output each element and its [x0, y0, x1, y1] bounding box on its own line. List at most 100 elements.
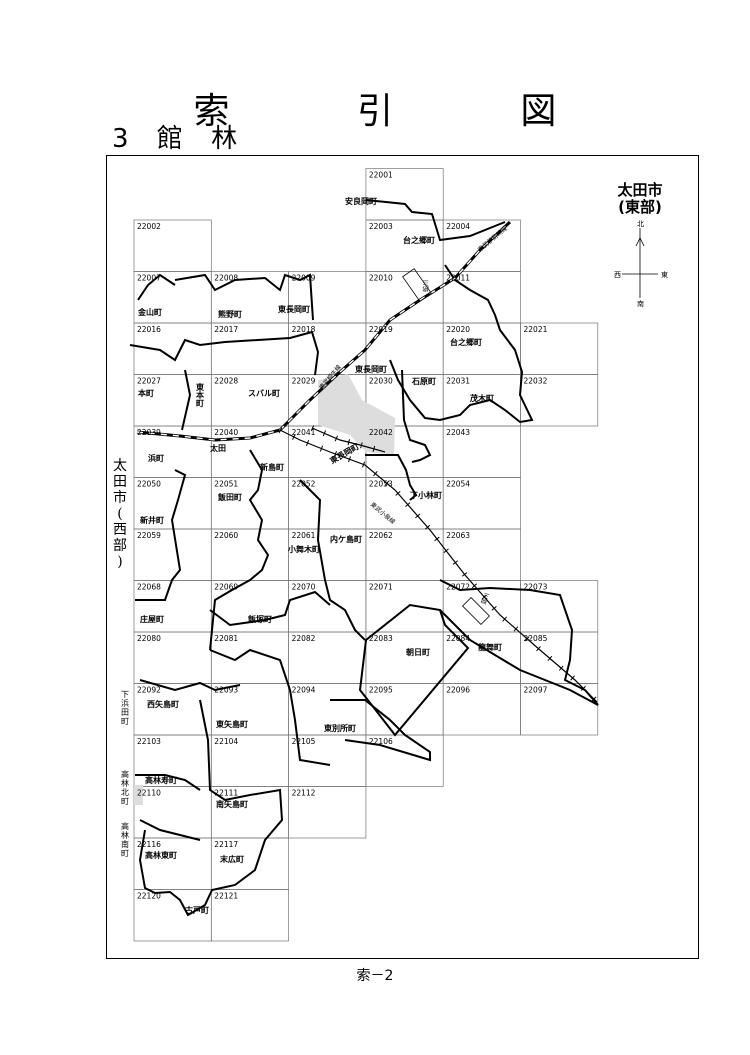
rail-label: 東武小泉線	[369, 500, 397, 525]
tile-number: 22080	[137, 634, 161, 643]
tile-number: 22095	[369, 686, 393, 695]
tile-number: 22060	[214, 531, 238, 540]
tile-number: 22097	[524, 686, 548, 695]
town-label: 南矢島町	[216, 799, 248, 809]
tile-number: 22096	[446, 686, 470, 695]
town-label: 高林東町	[145, 850, 177, 860]
tile-number: 22104	[214, 737, 238, 746]
tile-number: 22008	[214, 274, 238, 283]
tile-number: 22061	[292, 531, 316, 540]
town-label: 新島町	[260, 462, 284, 472]
tile-number: 22004	[446, 222, 470, 231]
tile-number: 22054	[446, 480, 470, 489]
town-label: 東長岡町	[355, 364, 387, 374]
tile-number: 22081	[214, 634, 238, 643]
tile-number: 22053	[369, 480, 393, 489]
town-label: 安良岡町	[345, 196, 377, 206]
railways	[136, 220, 600, 705]
tile-number: 22050	[137, 480, 161, 489]
town-label: 内ケ島町	[330, 534, 362, 544]
tile-number: 22032	[524, 377, 548, 386]
town-label: 西矢島町	[147, 699, 179, 709]
town-label: スバル町	[248, 389, 280, 398]
tile-number: 22072	[446, 583, 470, 592]
town-label: 古戸町	[185, 905, 209, 915]
tile-number: 22117	[214, 840, 238, 849]
tile-number: 22085	[524, 634, 548, 643]
map-tile	[288, 786, 367, 839]
town-label: 本町	[137, 388, 154, 398]
tile-number: 22070	[292, 583, 316, 592]
town-label: 小舞木町	[287, 544, 320, 554]
town-label: 浜町	[148, 453, 164, 463]
tile-number: 22007	[137, 274, 161, 283]
tile-number: 22028	[214, 377, 238, 386]
tile-number: 22062	[369, 531, 393, 540]
tile-number: 22068	[137, 583, 161, 592]
tile-number: 22018	[292, 325, 316, 334]
tile-number: 22040	[214, 428, 238, 437]
tile-number: 22027	[137, 377, 161, 386]
tile-number: 22110	[137, 789, 161, 798]
page-number: 索－2	[356, 968, 394, 984]
town-label: 飯塚町	[247, 614, 272, 624]
rail-label: 韮川	[479, 592, 491, 606]
tile-number: 22105	[292, 737, 316, 746]
tile-number: 22019	[369, 325, 393, 334]
map-tile	[520, 683, 599, 736]
tile-number: 22052	[292, 480, 316, 489]
tile-number: 22111	[214, 789, 238, 798]
compass-east: 東	[661, 270, 668, 279]
tile-number: 22031	[446, 377, 470, 386]
tile-number: 22001	[369, 171, 393, 180]
tile-number: 22059	[137, 531, 161, 540]
city-label-ota-west: 太田市(西部)	[113, 458, 127, 570]
margin-town-label: 下浜田町	[121, 690, 129, 726]
tile-number: 22094	[292, 686, 316, 695]
town-boundaries	[129, 199, 599, 917]
town-label: 高林寿町	[145, 775, 177, 785]
tile-number: 22069	[214, 583, 238, 592]
section-subtitle: 3 館 林	[112, 124, 248, 154]
compass-south: 南	[637, 299, 644, 308]
rail-label: 蛇川	[422, 280, 430, 292]
tile-number: 22030	[369, 377, 393, 386]
tile-number: 22071	[369, 583, 393, 592]
page-title: 索 引 図	[193, 91, 615, 132]
tile-number: 22106	[369, 737, 393, 746]
tile-number: 22002	[137, 222, 161, 231]
town-label: 朝日町	[406, 647, 430, 657]
tile-number: 22041	[292, 428, 316, 437]
margin-town-label: 高林南町	[121, 822, 129, 858]
tile-number: 22016	[137, 325, 161, 334]
map-tile	[520, 374, 599, 427]
tile-number: 22093	[214, 686, 238, 695]
tile-number: 22082	[292, 634, 316, 643]
tile-number: 22011	[446, 274, 470, 283]
margin-town-label: 高林北町	[121, 770, 129, 806]
rail-label: 東武伊勢崎線	[476, 224, 509, 253]
tile-number: 22116	[137, 840, 161, 849]
tile-number: 22017	[214, 325, 238, 334]
town-label: 飯田町	[217, 492, 242, 502]
town-label: 東本町	[196, 382, 205, 408]
compass	[622, 228, 658, 298]
tile-number: 22042	[369, 428, 393, 437]
tile-number: 22039	[137, 428, 161, 437]
tile-number: 22009	[292, 274, 316, 283]
tile-number: 22003	[369, 222, 393, 231]
tile-number: 22021	[524, 325, 548, 334]
tile-number: 22073	[524, 583, 548, 592]
tile-number: 22112	[292, 789, 316, 798]
town-label: 太田	[209, 443, 226, 453]
town-label: 石原町	[411, 377, 436, 386]
tile-number: 22121	[214, 892, 238, 901]
town-label: 茂木町	[470, 393, 494, 403]
tile-number: 22029	[292, 377, 316, 386]
compass-west: 西	[614, 271, 621, 279]
tile-number: 22051	[214, 480, 238, 489]
tile-number: 22043	[446, 428, 470, 437]
tile-number: 22063	[446, 531, 470, 540]
town-label: 東別所町	[324, 723, 356, 733]
